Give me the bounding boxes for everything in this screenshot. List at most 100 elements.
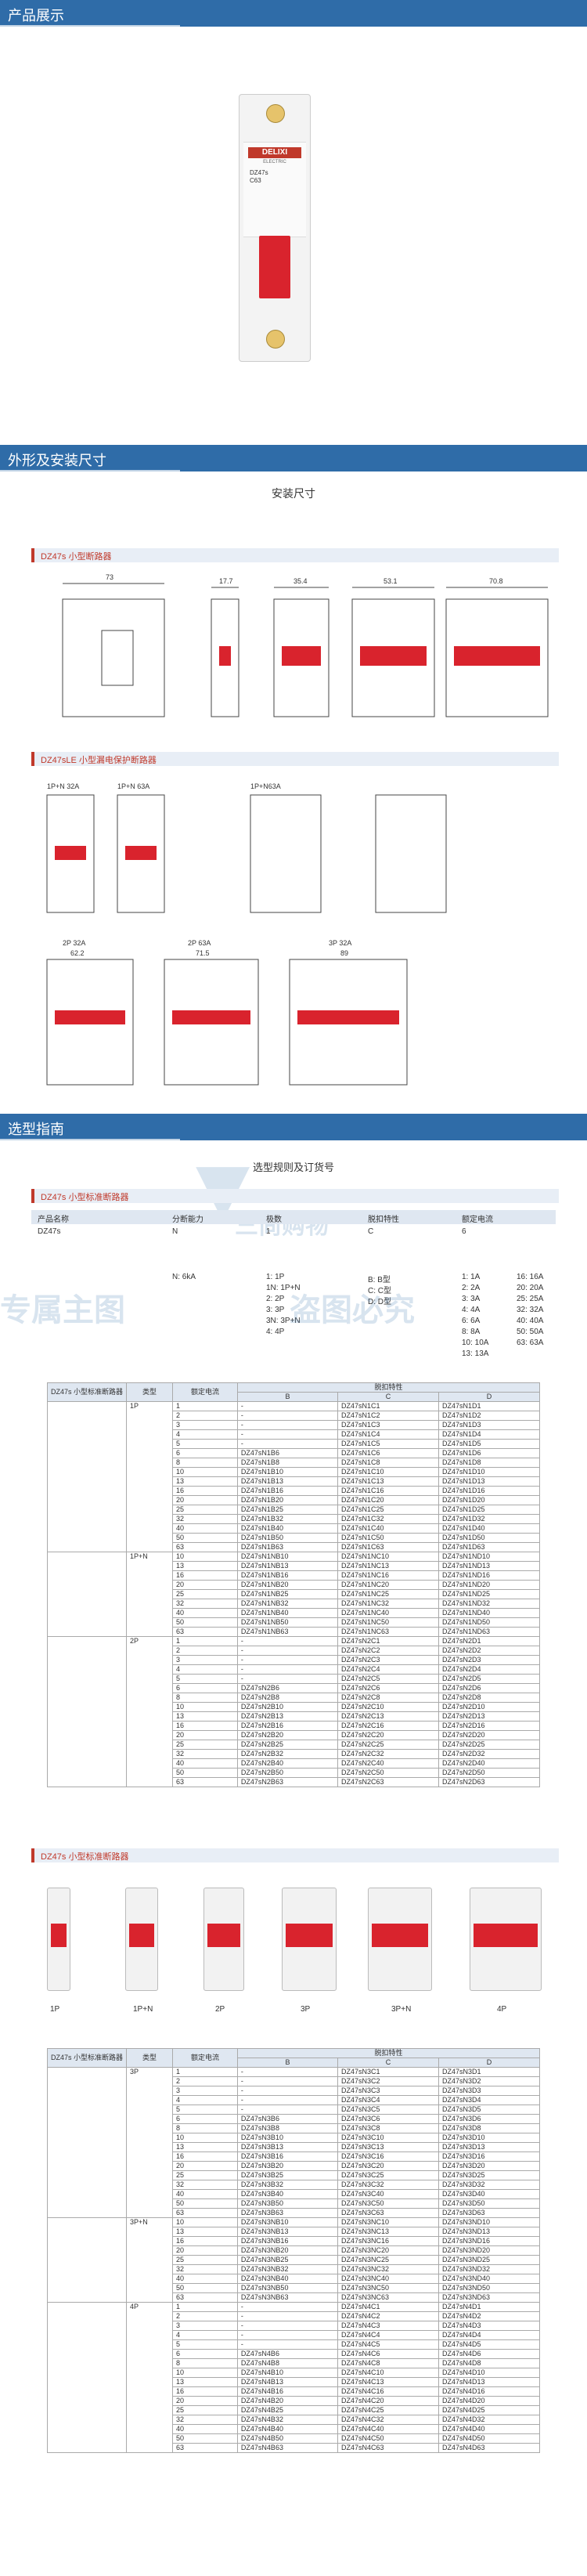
diagram-cell	[46, 1636, 128, 1787]
table-cell: 40	[172, 1523, 238, 1534]
current-option-item: 1: 1A	[462, 1273, 481, 1281]
table-cell: DZ47sN2C10	[337, 1702, 439, 1712]
table-cell: DZ47sN2B20	[236, 1730, 338, 1740]
diagram-cell	[46, 2302, 128, 2453]
table-cell: 32	[172, 2415, 238, 2425]
table-cell: -	[236, 1439, 338, 1449]
table-cell: DZ47sN1B10	[236, 1467, 338, 1477]
table-cell: 4	[172, 1429, 238, 1440]
table-cell: DZ47sN4C5	[337, 2339, 439, 2350]
table-cell: -	[236, 1655, 338, 1665]
diagram-cell	[46, 1401, 128, 1552]
table-cell: DZ47sN1NC25	[337, 1589, 439, 1599]
table-cell: DZ47sN2C3	[337, 1655, 439, 1665]
table-header-cell: 额定电流	[172, 1382, 238, 1402]
dim-label-62-2: 62.2	[70, 949, 85, 957]
table-cell: 3	[172, 1655, 238, 1665]
table-cell: DZ47sN1NC32	[337, 1599, 439, 1609]
table-cell: DZ47sN3C3	[337, 2086, 439, 2096]
table-cell: DZ47sN4C13	[337, 2377, 439, 2387]
table-cell: DZ47sN3ND50	[438, 2283, 541, 2293]
table-cell: DZ47sN1D2	[438, 1411, 541, 1421]
table-cell: 20	[172, 1730, 238, 1740]
table-cell: -	[236, 2086, 338, 2096]
product-breaker-image: DELIXI ELECTRIC DZ47s C63	[239, 94, 311, 362]
product-breaker-2	[203, 1888, 244, 1991]
table-cell: DZ47sN1B32	[236, 1514, 338, 1524]
table-cell: -	[236, 2339, 338, 2350]
current-option-item: 13: 13A	[462, 1349, 489, 1358]
pole-option-item: 3N: 3P+N	[266, 1317, 301, 1325]
current-option-item: 40: 40A	[517, 1317, 544, 1325]
table-cell: 13	[172, 2377, 238, 2387]
table-header-cell: 类型	[126, 1382, 174, 1402]
table-cell: DZ47sN2D2	[438, 1646, 541, 1656]
table-cell: DZ47sN3B10	[236, 2133, 338, 2143]
watermark-line2: 专属主图	[0, 1292, 125, 1328]
current-option-item: 63: 63A	[517, 1339, 544, 1347]
table-cell: DZ47sN3NB20	[236, 2245, 338, 2256]
table-cell: 16	[172, 2151, 238, 2162]
table-cell: DZ47sN1C16	[337, 1486, 439, 1496]
table-cell: -	[236, 1664, 338, 1675]
table-cell: DZ47sN1ND50	[438, 1617, 541, 1628]
product-breaker-1	[125, 1888, 158, 1991]
table-cell: DZ47sN4D40	[438, 2424, 541, 2434]
table-cell: DZ47sN3NB32	[236, 2264, 338, 2274]
table-cell: DZ47sN3C5	[337, 2105, 439, 2115]
table-cell: -	[236, 1411, 338, 1421]
table-cell: DZ47sN3NB63	[236, 2292, 338, 2303]
table-cell: DZ47sN2B8	[236, 1693, 338, 1703]
table-cell: 63	[172, 2443, 238, 2453]
table-cell: DZ47sN2D10	[438, 1702, 541, 1712]
table-cell: -	[236, 2311, 338, 2321]
table-cell: DZ47sN1C63	[337, 1542, 439, 1552]
table-cell: 4	[172, 2095, 238, 2105]
table-cell: DZ47sN1C40	[337, 1523, 439, 1534]
product-label: 2P	[215, 2005, 225, 2014]
table-cell: DZ47sN4C32	[337, 2415, 439, 2425]
table-cell: DZ47sN3C32	[337, 2180, 439, 2190]
toggle-lever	[474, 1924, 538, 1947]
table-cell: DZ47sN4D63	[438, 2443, 541, 2453]
table-cell: DZ47sN2D40	[438, 1758, 541, 1769]
table-cell: DZ47sN2C63	[337, 1777, 439, 1787]
table-cell: 25	[172, 2405, 238, 2415]
table-cell: DZ47sN3NB16	[236, 2236, 338, 2246]
product-breaker-4	[368, 1888, 432, 1991]
table-cell: DZ47sN3D4	[438, 2095, 541, 2105]
dim-label-3p32: 3P 32A	[329, 939, 351, 947]
table-cell: 8	[172, 2123, 238, 2133]
table-cell: DZ47sN3B13	[236, 2142, 338, 2152]
table-cell: DZ47sN3ND20	[438, 2245, 541, 2256]
table-cell: DZ47sN3C10	[337, 2133, 439, 2143]
table-cell: DZ47sN3NC16	[337, 2236, 439, 2246]
table-cell: 16	[172, 2236, 238, 2246]
type-cell: 3P	[126, 2067, 174, 2218]
table-cell: DZ47sN2C2	[337, 1646, 439, 1656]
table-cell: DZ47sN1D13	[438, 1476, 541, 1487]
type-cell: 4P	[126, 2302, 174, 2453]
table-cell: 10	[172, 2133, 238, 2143]
table-cell: 20	[172, 1580, 238, 1590]
table-cell: DZ47sN3NC63	[337, 2292, 439, 2303]
table-cell: DZ47sN4C3	[337, 2321, 439, 2331]
table-cell: 3	[172, 1420, 238, 1430]
table-cell: DZ47sN1NC63	[337, 1627, 439, 1637]
dim-label-73: 73	[106, 573, 113, 581]
table-cell: DZ47sN4C16	[337, 2386, 439, 2397]
current-option-item: 4: 4A	[462, 1306, 481, 1314]
